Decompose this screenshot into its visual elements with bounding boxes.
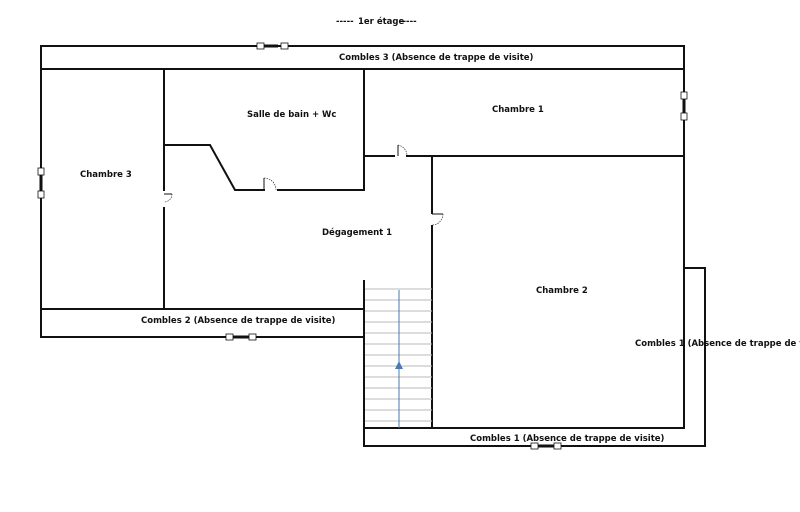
- label-chambre-2: Chambre 2: [536, 286, 588, 296]
- label-chambre-3: Chambre 3: [80, 170, 132, 180]
- label-combles-1-bottom: Combles 1 (Absence de trappe de visite): [470, 434, 665, 444]
- walls: [40, 45, 706, 447]
- label-combles-3: Combles 3 (Absence de trappe de visite): [339, 53, 534, 63]
- label-chambre-1: Chambre 1: [492, 105, 544, 115]
- doors: [163, 144, 444, 226]
- label-salle-de-bain: Salle de bain + Wc: [247, 110, 336, 120]
- label-combles-1-right: Combles 1 (Absence de trappe de visite): [635, 339, 800, 349]
- label-degagement-1: Dégagement 1: [322, 227, 392, 238]
- title-dashes-left: -----: [336, 17, 354, 27]
- title-dashes-right: -----: [399, 17, 417, 27]
- windows: [37, 42, 688, 450]
- stair-arrow-icon: [395, 361, 403, 369]
- staircase: [365, 288, 432, 428]
- floor-title: 1er étage: [358, 16, 404, 27]
- label-combles-2: Combles 2 (Absence de trappe de visite): [141, 316, 336, 326]
